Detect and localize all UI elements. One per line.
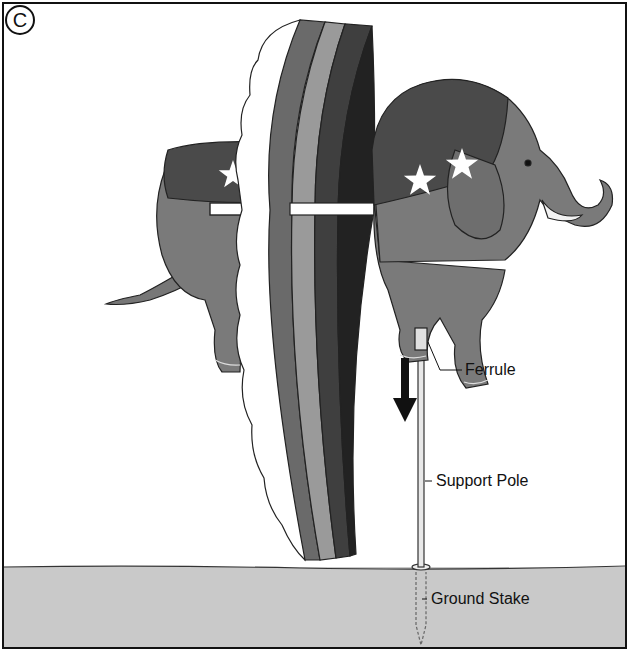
letter-circle: C <box>5 5 35 35</box>
part-label: Ground Stake <box>431 591 530 607</box>
ground-stake <box>412 564 430 645</box>
frame <box>3 3 626 648</box>
front-elephant <box>372 79 613 388</box>
axle <box>210 203 390 215</box>
support-pole <box>418 330 424 567</box>
wing <box>236 20 376 560</box>
panel-letter: C <box>13 10 27 30</box>
direction-arrow <box>393 358 417 422</box>
ground <box>3 567 626 648</box>
part-label: Support Pole <box>436 473 529 489</box>
ferrule <box>415 328 427 350</box>
part-label: Ferrule <box>465 362 516 378</box>
leader-lines <box>422 342 462 599</box>
